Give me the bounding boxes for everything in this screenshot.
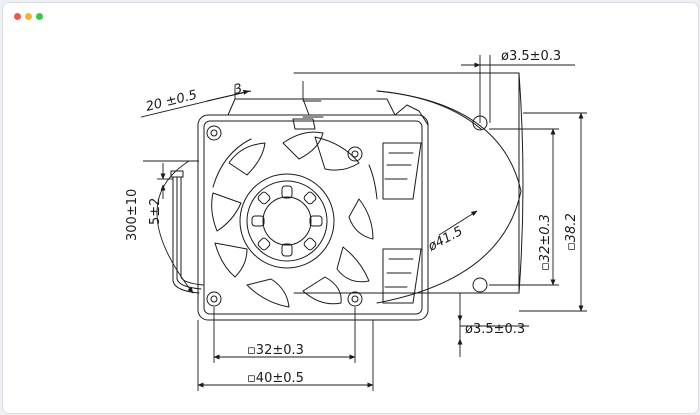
fan-hub [239,173,335,269]
minimize-button[interactable] [25,13,32,20]
strip-length-label: 5±2 [148,198,163,225]
fan-blades [211,131,378,308]
hole-bottom-label: ø3.5±0.3 [465,322,525,337]
back-plate [293,72,524,304]
dimension-labels: ø3.5±0.3 20 ±0.5 3 300±10 5±2 ø41.5 ▫32±… [125,49,579,386]
lead-wires [170,170,204,294]
inner-square-bottom-label: ▫32±0.3 [247,343,304,358]
title-bar [3,3,698,29]
lead-length-label: 300±10 [125,189,140,241]
outer-square-bottom-label: ▫40±0.5 [247,371,304,386]
dimension-lines [140,55,587,391]
fan-technical-drawing: ø3.5±0.3 20 ±0.5 3 300±10 5±2 ø41.5 ▫32±… [125,49,587,391]
hole-top-label: ø3.5±0.3 [501,49,561,64]
inner-square-right-label: ▫32±0.3 [538,214,553,271]
zoom-button[interactable] [36,13,43,20]
flange-label: 3 [232,81,244,98]
depth-label: 20 ±0.5 [144,88,198,115]
close-button[interactable] [14,13,21,20]
diameter-label: ø41.5 [425,224,466,255]
fan-frame [197,98,429,321]
outer-square-right-label: ▫38.2 [564,213,579,251]
